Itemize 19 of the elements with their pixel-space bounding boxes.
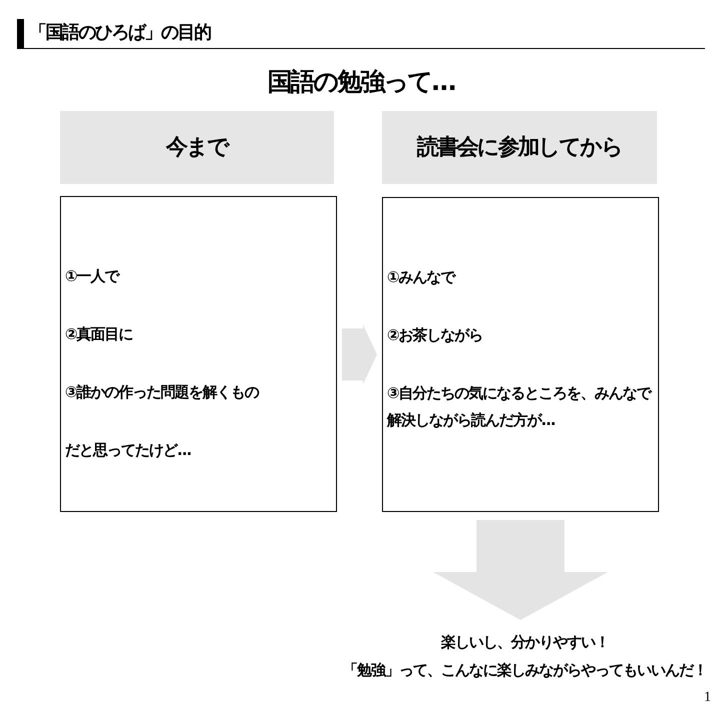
text-panel: [60, 196, 337, 512]
panel-text: ②お茶しながら: [387, 325, 483, 346]
block-arrow: [342, 324, 377, 384]
column-heading: 今まで: [166, 134, 228, 162]
text-panel: [382, 197, 659, 512]
panel-text: ②真面目に: [65, 324, 133, 345]
block-arrow: [433, 520, 608, 620]
panel-text: ③誰かの作った問題を解くもの: [65, 382, 259, 403]
panel-text: ①一人で: [65, 266, 119, 287]
page-number: 1: [704, 690, 711, 706]
section-heading: 「国語のひろば」の目的: [29, 21, 210, 45]
panel-text: ③自分たちの気になるところを、みんなで解決しながら読んだ方が...: [387, 383, 652, 431]
subtitle: 国語の勉強って…: [268, 66, 454, 98]
panel-text: だと思ってたけど...: [65, 440, 192, 461]
panel-text: ①みんなで: [387, 267, 455, 288]
heading-band: [60, 111, 334, 184]
conclusion-text: 楽しいし、分かりやすい！ 「勉強」って、こんなに楽しみながらやってもいいんだ！: [335, 628, 715, 684]
heading-band: [382, 111, 657, 184]
column-heading: 読書会に参加してから: [417, 134, 622, 162]
